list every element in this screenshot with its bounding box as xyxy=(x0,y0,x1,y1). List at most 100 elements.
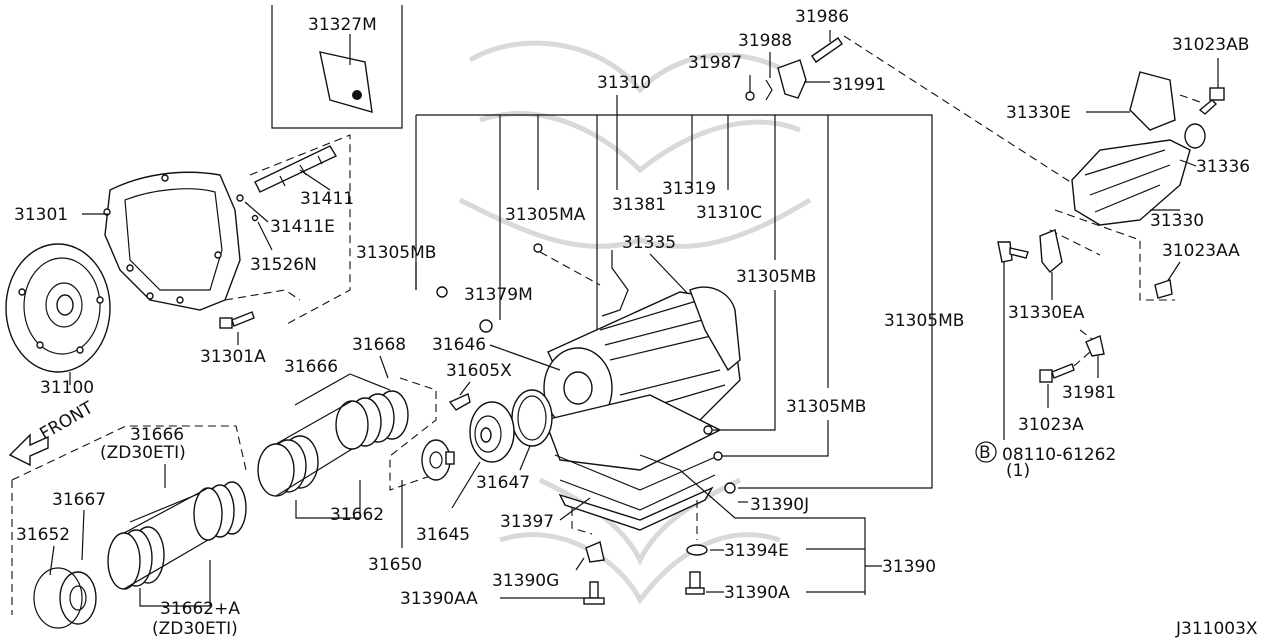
label-31310[interactable]: 31310 xyxy=(597,73,651,93)
seal-31411E[interactable] xyxy=(236,194,244,202)
pin-31526N[interactable] xyxy=(251,214,259,222)
rear-extension-31330[interactable] xyxy=(1071,123,1206,226)
label-31100[interactable]: 31100 xyxy=(40,378,94,398)
clip-31981[interactable] xyxy=(1085,335,1105,357)
label-31667[interactable]: 31667 xyxy=(52,490,106,510)
bolt-reference-note: B 08110-61262 (1) xyxy=(975,441,1116,481)
label-31650[interactable]: 31650 xyxy=(368,555,422,575)
drum-31650[interactable] xyxy=(421,439,455,481)
label-31390G[interactable]: 31390G xyxy=(492,571,559,591)
label-31023AA[interactable]: 31023AA xyxy=(1162,241,1240,261)
label-31411E[interactable]: 31411E xyxy=(270,217,335,237)
front-arrow: FRONT xyxy=(8,398,98,467)
spring-31605X[interactable] xyxy=(448,393,471,411)
label-31390J[interactable]: 31390J xyxy=(750,495,809,515)
plug-31305MB-left[interactable] xyxy=(436,286,448,298)
oil-pan-31390[interactable] xyxy=(558,486,714,531)
label-31397[interactable]: 31397 xyxy=(500,512,554,532)
label-31305MB-left[interactable]: 31305MB xyxy=(356,243,436,263)
label-31986[interactable]: 31986 xyxy=(795,7,849,27)
label-31394E[interactable]: 31394E xyxy=(724,541,789,561)
label-31379M[interactable]: 31379M xyxy=(464,285,533,305)
label-31305MB-lower[interactable]: 31305MB xyxy=(786,397,866,417)
label-08110-61262[interactable]: 08110-61262 xyxy=(1002,445,1116,465)
drain-plug-31390A[interactable] xyxy=(685,571,705,595)
snap-ring-31652[interactable] xyxy=(33,567,83,629)
plug-31305MB-lower[interactable] xyxy=(713,451,723,461)
label-31390AA[interactable]: 31390AA xyxy=(400,589,478,609)
label-31646[interactable]: 31646 xyxy=(432,335,486,355)
front-label: FRONT xyxy=(37,398,98,445)
label-31023A[interactable]: 31023A xyxy=(1018,415,1084,435)
label-31526N[interactable]: 31526N xyxy=(250,255,317,275)
bolt-31023A[interactable] xyxy=(1039,363,1075,383)
label-31390[interactable]: 31390 xyxy=(882,557,936,577)
transmission-case-31310[interactable] xyxy=(543,286,741,511)
plug-31305MA[interactable] xyxy=(533,243,543,253)
diagram-code: J311003X xyxy=(1175,619,1258,638)
washer-31394E[interactable] xyxy=(686,544,708,556)
label-31668[interactable]: 31668 xyxy=(352,335,406,355)
bracket-31390G[interactable] xyxy=(585,541,605,563)
plug-31390J[interactable] xyxy=(724,482,736,494)
label-31605X[interactable]: 31605X xyxy=(446,361,512,381)
label-31381[interactable]: 31381 xyxy=(612,195,666,215)
label-31988[interactable]: 31988 xyxy=(738,31,792,51)
bracket-31330E[interactable] xyxy=(1129,71,1176,131)
label-31336[interactable]: 31336 xyxy=(1196,157,1250,177)
bolt-31023AB[interactable] xyxy=(1198,87,1225,115)
plug-31379M[interactable] xyxy=(479,319,493,333)
label-31023AB[interactable]: 31023AB xyxy=(1172,35,1249,55)
label-31330E[interactable]: 31330E xyxy=(1006,103,1071,123)
label-31327M[interactable]: 31327M xyxy=(308,15,377,35)
label-31330[interactable]: 31330 xyxy=(1150,211,1204,231)
bolt-31301A[interactable] xyxy=(219,311,255,329)
label-31330EA[interactable]: 31330EA xyxy=(1008,303,1085,323)
bolt-31023AA[interactable] xyxy=(1154,279,1173,299)
shaft-31411[interactable] xyxy=(254,145,337,193)
label-31981[interactable]: 31981 xyxy=(1062,383,1116,403)
inset-31327M: 31327M xyxy=(271,5,403,129)
bolt-symbol: B xyxy=(979,443,991,463)
bolt-08110-61262[interactable] xyxy=(997,241,1013,263)
plug-31305MB-mid[interactable] xyxy=(703,425,713,435)
clutch-pack-31666[interactable] xyxy=(257,390,409,497)
pump-31645[interactable] xyxy=(469,401,515,463)
label-31390A[interactable]: 31390A xyxy=(724,583,790,603)
clutch-pack-31662A[interactable] xyxy=(107,481,247,590)
label-31411[interactable]: 31411 xyxy=(300,189,354,209)
ring-31987[interactable] xyxy=(745,91,755,101)
label-31652[interactable]: 31652 xyxy=(16,525,70,545)
tube-31381[interactable] xyxy=(601,250,629,317)
lever-31991[interactable] xyxy=(777,59,807,99)
label-31301A[interactable]: 31301A xyxy=(200,347,266,367)
torque-converter-31100[interactable] xyxy=(5,243,111,373)
label-31301[interactable]: 31301 xyxy=(14,205,68,225)
label-31319[interactable]: 31319 xyxy=(662,179,716,199)
pin-31986[interactable] xyxy=(811,37,843,63)
label-31310C[interactable]: 31310C xyxy=(696,203,762,223)
plate-31327M[interactable] xyxy=(319,51,373,113)
bearing-31647[interactable] xyxy=(511,389,553,447)
label-31305MB-right[interactable]: 31305MB xyxy=(884,311,964,331)
label-31647[interactable]: 31647 xyxy=(476,473,530,493)
label-31987[interactable]: 31987 xyxy=(688,53,742,73)
label-31305MB-mid[interactable]: 31305MB xyxy=(736,267,816,287)
label-31991[interactable]: 31991 xyxy=(832,75,886,95)
label-31645[interactable]: 31645 xyxy=(416,525,470,545)
bolt-qty: (1) xyxy=(1006,461,1030,481)
label-31662[interactable]: 31662 xyxy=(330,505,384,525)
label-31666[interactable]: 31666 xyxy=(284,357,338,377)
label-31666-zd30eti[interactable]: 31666 xyxy=(130,425,184,445)
label-31305MA[interactable]: 31305MA xyxy=(505,205,586,225)
clip-31988[interactable] xyxy=(765,79,773,101)
label-31662A[interactable]: 31662+A xyxy=(160,599,240,619)
hub-31667[interactable] xyxy=(59,571,97,625)
bolt-31390AA[interactable] xyxy=(583,581,605,605)
label-zd30eti-bottom: (ZD30ETI) xyxy=(152,619,238,638)
label-zd30eti-top: (ZD30ETI) xyxy=(100,443,186,463)
converter-housing-31301[interactable] xyxy=(103,171,241,311)
label-31335[interactable]: 31335 xyxy=(622,233,676,253)
plate-31330EA[interactable] xyxy=(1039,229,1063,273)
